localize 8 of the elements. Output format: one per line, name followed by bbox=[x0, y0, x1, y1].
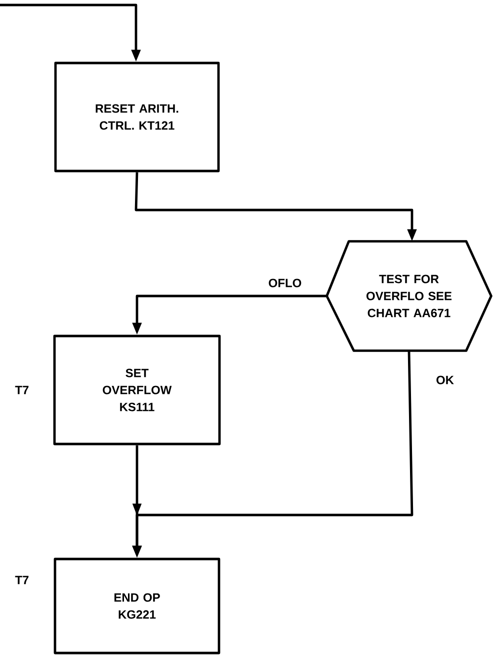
process-box: END OP KG221 bbox=[54, 558, 220, 654]
edge-label: OK bbox=[435, 374, 455, 386]
time-label: T7 bbox=[15, 386, 28, 394]
edge-label: OFLO bbox=[267, 278, 303, 288]
process-box: RESET ARITH. CTRL. KT121 bbox=[54, 62, 220, 172]
decision-hexagon: TEST FOR OVERFLO SEE CHART AA671 bbox=[326, 240, 492, 352]
time-label: T7 bbox=[15, 576, 28, 584]
process-box: SET OVERFLOW KS111 bbox=[53, 334, 221, 446]
